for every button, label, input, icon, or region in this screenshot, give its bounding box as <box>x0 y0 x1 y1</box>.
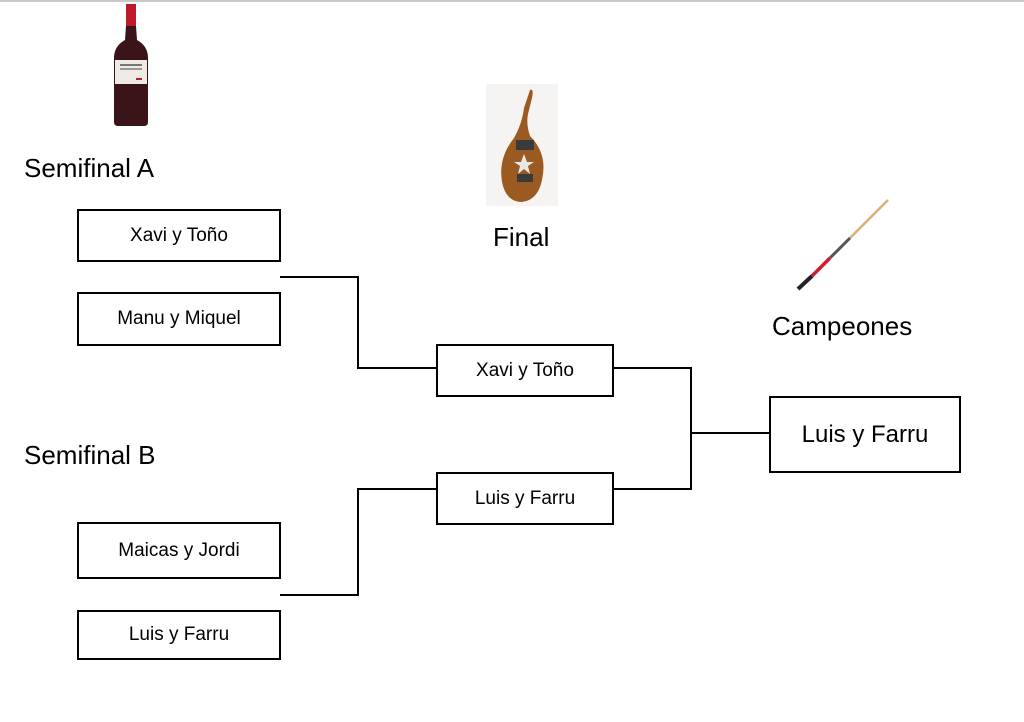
semifinal-b-heading: Semifinal B <box>24 440 156 470</box>
final-team-2: Luis y Farru <box>436 472 614 525</box>
champions-heading: Campeones <box>772 311 913 341</box>
top-border <box>0 0 1024 2</box>
connector-semifinal-b <box>280 488 436 596</box>
final-team-1: Xavi y Toño <box>436 344 614 397</box>
connector-semifinal-a <box>280 276 436 369</box>
wine-bottle-icon <box>114 4 148 126</box>
semifinal-b-team-1: Maicas y Jordi <box>77 522 281 579</box>
semifinal-a-team-1: Xavi y Toño <box>77 209 281 262</box>
billiard-cue-icon <box>796 199 889 291</box>
champion-team: Luis y Farru <box>769 396 961 473</box>
jamon-ham-icon <box>486 84 558 206</box>
connector-final-top <box>613 367 692 490</box>
semifinal-a-team-2: Manu y Miquel <box>77 292 281 346</box>
final-heading: Final <box>493 222 550 252</box>
semifinal-a-heading: Semifinal A <box>24 153 155 183</box>
semifinal-b-team-2: Luis y Farru <box>77 610 281 660</box>
